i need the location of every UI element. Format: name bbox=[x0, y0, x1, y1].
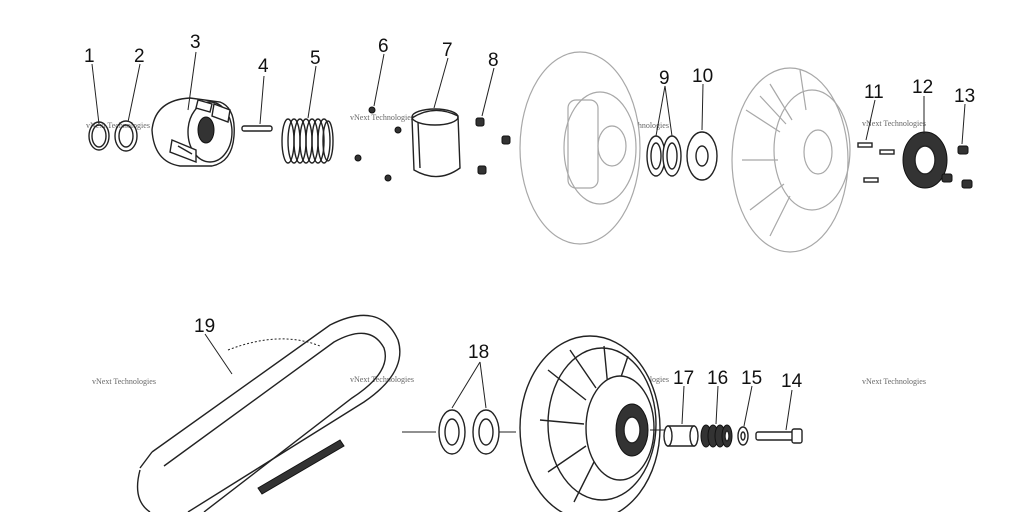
callout-5: 5 bbox=[310, 48, 321, 69]
part-3-cam bbox=[151, 97, 235, 167]
callout-15: 15 bbox=[741, 368, 762, 389]
part-8-screws bbox=[475, 117, 511, 175]
watermark-text: vNext Technologies bbox=[350, 113, 414, 122]
callout-10: 10 bbox=[692, 66, 713, 87]
part-5-spring bbox=[281, 118, 334, 164]
callout-9: 9 bbox=[659, 68, 670, 89]
ghost-fixed-sheave bbox=[519, 51, 641, 245]
watermark-text: vNext Technologies bbox=[350, 375, 414, 384]
part-7-band bbox=[411, 108, 461, 178]
part-2-washer bbox=[114, 120, 138, 152]
part-19-drive-belt bbox=[136, 314, 401, 512]
callout-8: 8 bbox=[488, 50, 499, 71]
callout-19: 19 bbox=[194, 316, 215, 337]
watermark-text: vNext Technologies bbox=[862, 119, 926, 128]
callout-17: 17 bbox=[673, 368, 694, 389]
callout-13: 13 bbox=[954, 86, 975, 107]
callout-numbers: 1 2 3 4 5 6 7 8 9 10 11 12 13 14 15 16 1… bbox=[84, 32, 975, 392]
part-10-washer bbox=[686, 131, 718, 181]
callout-3: 3 bbox=[190, 32, 201, 53]
callout-12: 12 bbox=[912, 77, 933, 98]
part-4-pin bbox=[241, 125, 273, 132]
part-15-washer bbox=[737, 426, 749, 446]
callout-11: 11 bbox=[864, 82, 884, 103]
callout-4: 4 bbox=[258, 56, 269, 77]
part-12-cover bbox=[902, 131, 948, 189]
callout-2: 2 bbox=[134, 46, 145, 67]
callout-6: 6 bbox=[378, 36, 389, 57]
part-9-bushings bbox=[646, 135, 682, 177]
callout-7: 7 bbox=[442, 40, 453, 61]
part-14-bolt bbox=[755, 428, 803, 444]
part-6-buttons bbox=[354, 106, 402, 182]
callout-1: 1 bbox=[84, 46, 95, 67]
callout-16: 16 bbox=[707, 368, 728, 389]
callout-18: 18 bbox=[468, 342, 489, 363]
driven-pulley bbox=[519, 335, 666, 512]
part-13-nuts bbox=[941, 145, 973, 189]
ghost-movable-sheave bbox=[731, 67, 851, 253]
part-16-washer-stack bbox=[700, 424, 733, 448]
part-11-bolts bbox=[857, 142, 895, 183]
watermark-text: vNext Technologies bbox=[862, 377, 926, 386]
part-18-washers bbox=[402, 409, 516, 455]
watermark-text: vNext Technologies bbox=[92, 377, 156, 386]
callout-14: 14 bbox=[781, 371, 803, 392]
part-17-sleeve bbox=[663, 425, 699, 447]
leader-lines bbox=[91, 51, 966, 431]
